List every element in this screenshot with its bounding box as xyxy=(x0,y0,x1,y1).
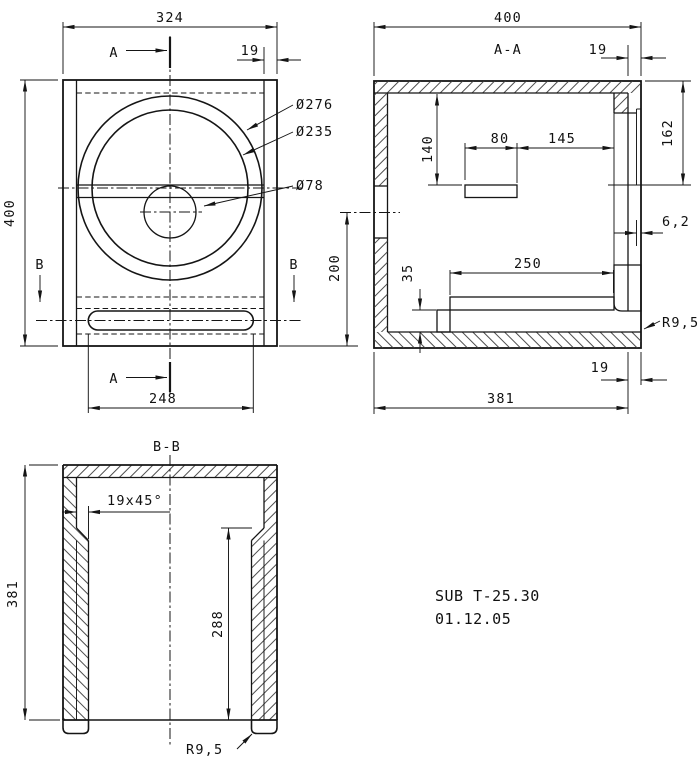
dim-bb-shelf-span: 288 xyxy=(210,610,226,638)
aa-top-wall-hatch xyxy=(374,81,641,93)
dim-aa-inner-depth: 381 xyxy=(487,391,515,407)
dim-aa-depth: 400 xyxy=(494,10,522,26)
aa-brace xyxy=(464,184,518,199)
label-section-bb: B-B xyxy=(153,439,181,455)
bb-left-chamfer-line xyxy=(76,527,89,541)
dim-front-wall: 19 xyxy=(241,43,260,59)
dim-front-height: 400 xyxy=(2,199,18,227)
leader-line xyxy=(246,104,294,131)
dim-bb-height: 381 xyxy=(5,580,21,608)
leader-line xyxy=(242,131,294,156)
dim-front-diam-hole: Ø78 xyxy=(296,178,324,194)
aa-front-corner-block xyxy=(613,264,642,312)
aa-top-cleat-hatch xyxy=(614,93,628,113)
dim-bb-corner-radius: R9,5 xyxy=(186,742,223,758)
section-aa-view: 400 A-A 19 140 80 145 162 6,2 25 xyxy=(340,10,699,414)
front-view: 324 A 19 400 Ø276 Ø235 Ø78 B B 200 A xyxy=(2,10,358,413)
dim-aa-port-height: 35 xyxy=(400,264,416,283)
dim-aa-wall-top: 19 xyxy=(589,42,608,58)
aa-rear-wall-hatch-lower xyxy=(374,238,388,332)
dim-aa-front-wall: 19 xyxy=(591,360,610,376)
bb-left-baffle-foot xyxy=(62,719,90,735)
leader-line xyxy=(236,733,253,750)
bb-right-chamfer-line xyxy=(251,527,265,541)
dim-aa-brace-width: 80 xyxy=(491,131,510,147)
front-port-slot xyxy=(87,310,255,331)
aa-bottom-wall-hatch xyxy=(374,332,641,348)
label-section-arrow-a-bottom: A xyxy=(109,371,118,387)
dim-front-diam-cutout: Ø235 xyxy=(296,124,333,140)
dim-bb-chamfer: 19x45° xyxy=(107,493,163,509)
leader-line xyxy=(203,185,294,207)
aa-shelf-spacer xyxy=(436,309,451,333)
dim-aa-recess-height: 162 xyxy=(660,119,676,147)
dim-aa-brace-depth: 140 xyxy=(420,135,436,163)
label-section-arrow-b-left: B xyxy=(35,257,44,273)
label-section-aa: A-A xyxy=(494,42,522,58)
bb-left-wall-hatch xyxy=(63,477,89,720)
dim-front-port-width: 248 xyxy=(149,391,177,407)
title-model: SUB T-25.30 xyxy=(435,587,540,605)
aa-outline xyxy=(373,80,642,349)
bb-right-baffle-foot xyxy=(250,719,278,735)
dim-aa-corner-radius: R9,5 xyxy=(662,315,699,331)
dim-front-diam-recess: Ø276 xyxy=(296,97,333,113)
dim-front-width: 324 xyxy=(156,10,184,26)
leader-line xyxy=(643,320,661,330)
aa-rear-wall-hatch-upper xyxy=(374,93,388,186)
label-section-arrow-b-right: B xyxy=(289,257,298,273)
dim-aa-recess-depth: 6,2 xyxy=(662,214,690,230)
title-date: 01.12.05 xyxy=(435,610,511,628)
dim-aa-shelf-length: 250 xyxy=(514,256,542,272)
section-bb-view: B-B 19x45° 288 381 xyxy=(5,439,278,758)
dim-aa-brace-to-front: 145 xyxy=(548,131,576,147)
label-section-arrow-a-top: A xyxy=(109,45,118,61)
title-block: SUB T-25.30 01.12.05 xyxy=(435,587,540,628)
aa-port-shelf xyxy=(449,296,615,311)
dim-front-hole-to-bottom: 200 xyxy=(327,254,343,282)
